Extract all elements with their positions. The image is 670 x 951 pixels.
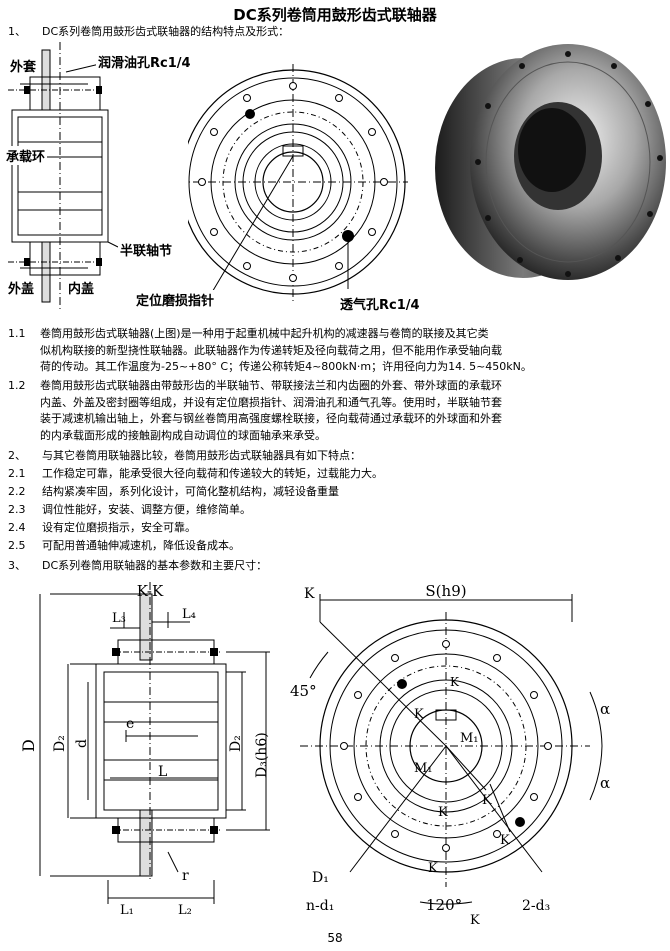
dim-d: d	[74, 739, 90, 748]
dim-n-d1: n-d₁	[306, 898, 334, 914]
dim-D2-right: D₂	[228, 735, 244, 752]
section-3-number: 3、	[8, 559, 26, 572]
dim-L1: L₁	[120, 903, 134, 918]
feature-2-3: 调位性能好，安装、调整方便，维修简单。	[42, 503, 251, 516]
dim-K-lower-right: K	[500, 833, 510, 848]
dim-e: e	[126, 716, 134, 732]
para-1-2-line-4: 的内承载面形成的接触副构成自动调位的球面轴承来承受。	[40, 428, 326, 442]
dim-alpha-lower: α	[600, 774, 610, 792]
kk-section-drawing: K-K L₃ L₄ e D D₂ d L D₂ D₃(h6) r L₁ L₂	[19, 582, 270, 918]
label-outer-sleeve: 外套	[8, 56, 39, 75]
para-1-1-line-2: 似机构联接的新型挠性联轴器。此联轴器作为传递转矩及径向载荷之用，但不能用作承受轴…	[40, 343, 502, 357]
dim-K-foot: K	[470, 913, 480, 927]
feature-2-3-number: 2.3	[8, 503, 26, 516]
feature-2-1: 工作稳定可靠，能承受很大径向载荷和传递较大的转矩，过载能力大。	[42, 467, 383, 480]
para-1-2-line-2: 内盖、外盖及密封圈等组成，并设有定位磨损指针、润滑油孔和通气孔等。使用时，半联轴…	[40, 395, 502, 409]
dim-K-right: K	[482, 793, 492, 808]
top-front-view	[188, 64, 408, 302]
feature-2-2-number: 2.2	[8, 485, 26, 498]
dim-S: S(h9)	[425, 582, 466, 600]
para-1-1: 卷筒用鼓形齿式联轴器(上图)是一种用于起重机械中起升机构的减速器与卷筒的联接及其…	[40, 326, 665, 376]
feature-2-4: 设有定位磨损指示，安全可靠。	[42, 521, 196, 534]
label-oil-hole: 润滑油孔Rc1/4	[96, 52, 193, 71]
feature-2-4-number: 2.4	[8, 521, 26, 534]
label-wear-pointer: 定位磨损指针	[134, 290, 217, 309]
feature-2-5: 可配用普通轴伸减速机，降低设备成本。	[42, 539, 240, 552]
page-number: 58	[327, 931, 343, 945]
label-vent-hole: 透气孔Rc1/4	[338, 294, 422, 313]
kk-label: K-K	[137, 582, 164, 600]
dim-120-deg: 120°	[426, 896, 462, 914]
para-1-2-line-1: 卷筒用鼓形齿式联轴器由带鼓形齿的半联轴节、带联接法兰和内齿圈的外套、带外球面的承…	[40, 379, 502, 392]
feature-2-2: 结构紧凑牢固，系列化设计，可简化整机结构，减轻设备重量	[42, 485, 339, 498]
dim-K-mid: K	[438, 805, 448, 820]
dim-r: r	[182, 868, 189, 884]
top-section-drawing	[8, 42, 119, 312]
dim-D2-left: D₂	[52, 735, 68, 752]
para-1-1-line-3: 荷的传动。其工作温度为-25~+80° C；传递公称转矩4~800kN·m；许用…	[40, 360, 532, 373]
dim-alpha-upper: α	[600, 700, 610, 718]
dim-K-bottom: K	[428, 861, 438, 876]
para-1-1-number: 1.1	[8, 327, 26, 340]
dim-K-left: K	[414, 707, 424, 722]
section-3-heading: DC系列卷筒用联轴器的基本参数和主要尺寸：	[42, 559, 268, 572]
front-dim-drawing: K S(h9) 45° K K M₁ M₁ α α K K K K D₁ n-d…	[290, 582, 610, 927]
label-half-hub: 半联轴节	[118, 240, 175, 259]
para-1-2: 卷筒用鼓形齿式联轴器由带鼓形齿的半联轴节、带联接法兰和内齿圈的外套、带外球面的承…	[40, 378, 665, 444]
section-2-heading: 与其它卷筒用联轴器比较，卷筒用鼓形齿式联轴器具有如下特点：	[42, 449, 361, 462]
section-2-number: 2、	[8, 449, 26, 462]
para-1-2-number: 1.2	[8, 379, 26, 392]
dim-L2: L₂	[178, 903, 192, 918]
dim-K-upper: K	[450, 675, 460, 689]
para-1-1-line-1: 卷筒用鼓形齿式联轴器(上图)是一种用于起重机械中起升机构的减速器与卷筒的联接及其…	[40, 327, 489, 340]
feature-2-1-number: 2.1	[8, 467, 26, 480]
dim-L: L	[158, 764, 167, 780]
dim-M1-right: M₁	[460, 731, 479, 746]
label-bearing-ring: 承载环	[4, 146, 48, 165]
dim-D3: D₃(h6)	[254, 732, 270, 778]
label-inner-cover: 内盖	[66, 278, 97, 297]
product-photo	[435, 44, 666, 280]
para-1-2-line-3: 装于减速机输出轴上，外套与钢丝卷筒用高强度螺栓联接，径向载荷通过承载环的外球面和…	[40, 412, 502, 425]
dim-M1-left: M₁	[414, 761, 433, 776]
dim-45-deg: 45°	[290, 682, 317, 700]
dim-K-top: K	[304, 586, 315, 602]
label-outer-cover: 外盖	[6, 278, 37, 297]
page-title: DC系列卷筒用鼓形齿式联轴器	[233, 6, 437, 24]
section-1-heading: DC系列卷筒用鼓形齿式联轴器的结构特点及形式：	[42, 25, 290, 38]
section-1-number: 1、	[8, 25, 26, 38]
feature-2-5-number: 2.5	[8, 539, 26, 552]
dim-D: D	[19, 739, 38, 752]
dim-2-d3: 2-d₃	[522, 898, 550, 914]
dim-D1: D₁	[312, 870, 329, 886]
dim-l4: L₄	[182, 607, 196, 622]
dim-l3: L₃	[112, 611, 126, 626]
